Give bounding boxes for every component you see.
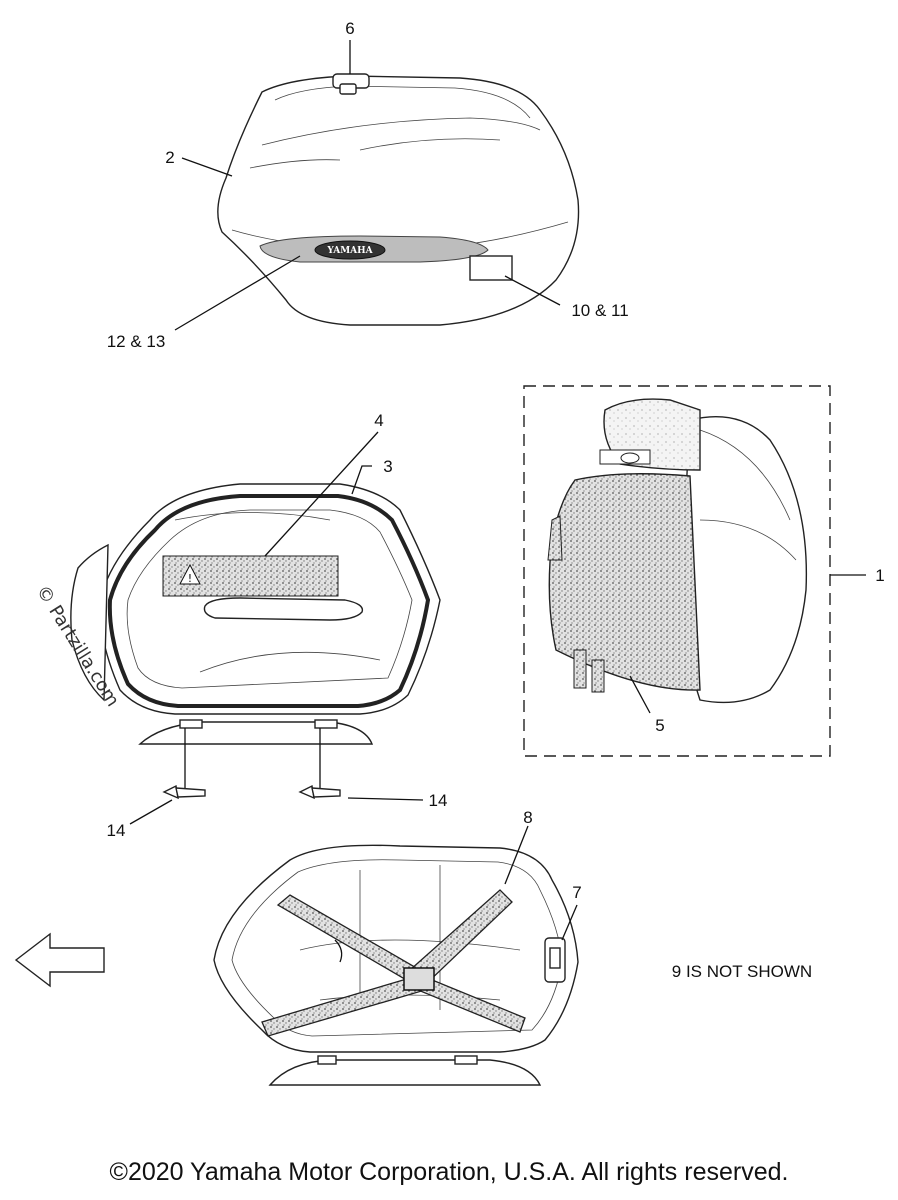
callout-8: 8	[523, 808, 532, 827]
front-direction-arrow-icon	[14, 932, 105, 988]
leader-2	[181, 157, 233, 177]
callout-4: 4	[374, 411, 383, 430]
callout-14-right: 14	[429, 791, 448, 810]
leader-10-11	[504, 275, 561, 306]
leader-14-left	[129, 799, 173, 825]
not-shown-note: 9 IS NOT SHOWN	[672, 962, 812, 981]
leader-8	[504, 825, 529, 885]
case-interior-view	[213, 844, 579, 1086]
leader-5	[629, 675, 651, 714]
warning-icon: !	[188, 572, 192, 585]
callout-3: 3	[383, 457, 392, 476]
callout-10-11: 10 & 11	[571, 301, 628, 320]
callout-6: 6	[345, 19, 354, 38]
callout-1: 1	[875, 566, 884, 585]
copyright-footer: ©2020 Yamaha Motor Corporation, U.S.A. A…	[109, 1158, 789, 1186]
warning-label: !	[162, 555, 339, 597]
emblem-brand-text: YAMAHA	[326, 246, 373, 256]
lid-outer-shell	[217, 75, 580, 326]
cross-strap-belt	[261, 889, 526, 1037]
callout-7: 7	[572, 883, 581, 902]
screw-left	[162, 728, 206, 800]
kit-boundary-box	[523, 385, 831, 757]
yamaha-emblem: YAMAHA	[259, 235, 489, 263]
callout-2: 2	[165, 148, 174, 167]
callout-5: 5	[655, 716, 664, 735]
leader-14-right	[347, 797, 424, 801]
saddlebag-assembly	[547, 398, 808, 704]
leader-3	[351, 465, 372, 495]
leader-4	[264, 431, 379, 557]
screw-right	[298, 728, 341, 800]
callout-12-13: 12 & 13	[107, 332, 166, 351]
lid-inner-handle	[203, 597, 364, 621]
leader-7	[561, 904, 578, 941]
leader-12-13	[174, 255, 301, 331]
case-lock-assembly	[544, 937, 566, 983]
callout-14-left: 14	[107, 821, 126, 840]
lid-latch-button	[332, 73, 370, 95]
